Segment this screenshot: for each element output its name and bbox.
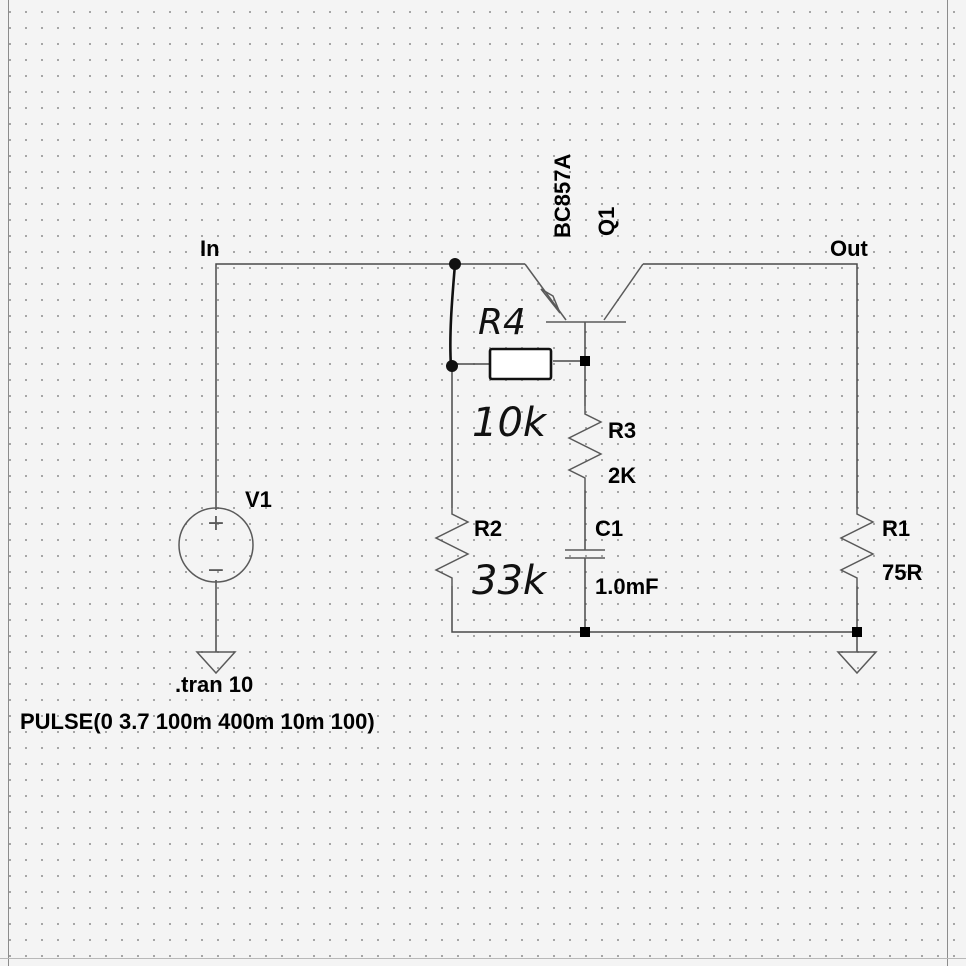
v1-value-label[interactable]: PULSE(0 3.7 100m 400m 10m 100) — [20, 709, 375, 734]
wires — [215, 263, 858, 652]
q1-model-label: BC857A — [550, 154, 575, 238]
sheet-border-left — [8, 0, 9, 966]
q1-ref-label: Q1 — [594, 207, 619, 236]
junction-c1-ground — [580, 627, 590, 637]
resistor-r4[interactable] — [488, 347, 553, 381]
r1-ref-label: R1 — [882, 516, 910, 541]
r2-ref-label: R2 — [474, 516, 502, 541]
resistor-r1-icon[interactable] — [839, 508, 875, 586]
c1-ref-label: C1 — [595, 516, 623, 541]
net-label-in: In — [200, 236, 220, 261]
hand-drawn-link — [446, 258, 461, 372]
junction-base — [580, 356, 590, 366]
r4-ref-label: R4 — [478, 302, 526, 343]
q1-emitter-arrow-icon — [540, 288, 561, 314]
v1-plus-icon: + — [207, 511, 225, 536]
c1-value-label: 1.0mF — [595, 574, 659, 599]
wire-in-to-emitter — [215, 263, 525, 510]
sheet-border-right — [947, 0, 948, 966]
v1-circle-icon — [178, 507, 254, 583]
resistor-r2-icon[interactable] — [434, 508, 470, 586]
v1-ref-label: V1 — [245, 487, 272, 512]
q1-collector-lead — [603, 263, 644, 321]
sheet-border-bottom — [0, 958, 966, 959]
resistor-r3-icon[interactable] — [567, 406, 603, 490]
r2-value-label: 33k — [472, 558, 548, 604]
junction-r1-ground — [852, 627, 862, 637]
r3-value-label: 2K — [608, 463, 636, 488]
ground-r1-icon — [836, 651, 878, 675]
junctions — [580, 356, 862, 637]
voltage-source-v1[interactable] — [178, 507, 254, 583]
transistor-q1[interactable] — [524, 263, 644, 323]
v1-minus-icon: − — [207, 558, 225, 583]
capacitor-c1[interactable] — [565, 549, 605, 559]
ground-v1-icon — [195, 651, 237, 675]
wire-collector-to-out — [643, 263, 858, 508]
hand-drawn-wire — [449, 262, 457, 369]
r4-value-label: 10k — [472, 400, 548, 446]
tran-directive[interactable]: .tran 10 — [175, 672, 253, 697]
hand-dot-top — [449, 258, 461, 270]
net-label-out: Out — [830, 236, 869, 261]
r1-value-label: 75R — [882, 560, 922, 585]
hand-dot-bottom — [446, 360, 458, 372]
wire-ground-bus — [451, 586, 857, 633]
r4-body-icon — [488, 347, 553, 381]
r3-ref-label: R3 — [608, 418, 636, 443]
